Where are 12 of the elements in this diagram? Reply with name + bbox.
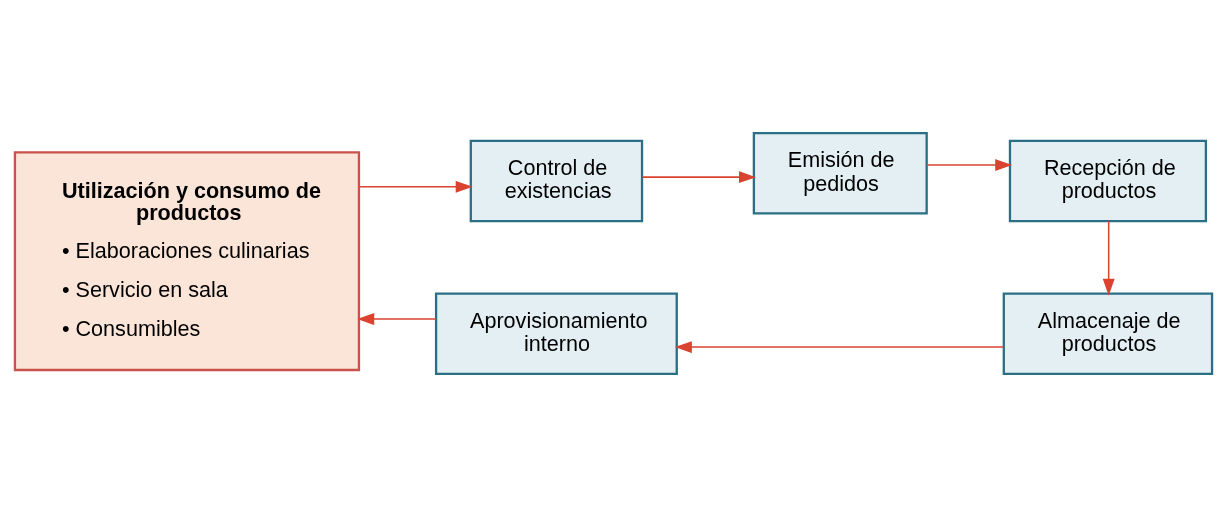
node-box: Recepción de productos — [1008, 139, 1208, 223]
node-box: Emisión de pedidos — [752, 132, 928, 215]
arrow — [1102, 220, 1115, 296]
node-box: Utilización y consumo de productos • Elaboraciones culinarias • Servicio en sala • Consumibles — [13, 151, 361, 372]
arrow — [358, 180, 473, 193]
node-box: Almacenaje de productos — [1002, 292, 1214, 375]
node-box: Aprovisionamiento interno — [434, 292, 678, 375]
node-box: Control de existencias — [469, 139, 644, 223]
arrow — [357, 313, 437, 325]
arrow — [926, 159, 1013, 171]
arrow — [641, 171, 756, 184]
arrow — [674, 341, 1005, 354]
